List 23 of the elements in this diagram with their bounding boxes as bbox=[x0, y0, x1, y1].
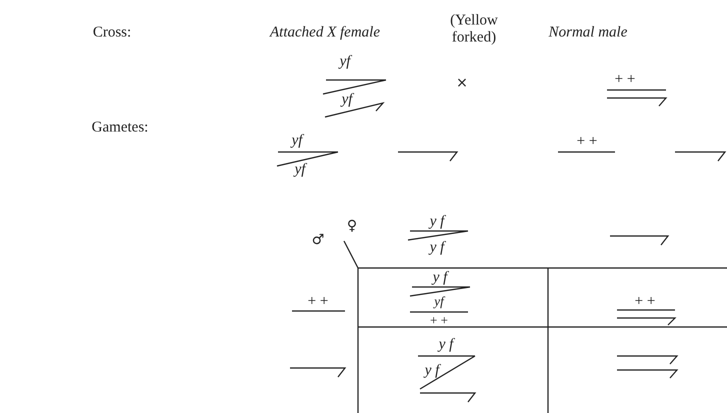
row-label: Gametes: bbox=[92, 120, 148, 136]
allele-label: y f bbox=[424, 364, 440, 378]
allele-label: + + bbox=[614, 72, 636, 88]
cross-heading: Normal male bbox=[548, 26, 628, 40]
cross-symbol: × bbox=[456, 76, 468, 90]
cross-heading: Attached X female bbox=[270, 26, 380, 40]
allele-label: y f bbox=[432, 270, 448, 286]
allele-label: y f bbox=[438, 338, 454, 352]
allele-label: yf bbox=[340, 54, 350, 70]
allele-label: yf bbox=[294, 162, 306, 178]
allele-label: yf bbox=[292, 134, 302, 148]
allele-label: yf bbox=[434, 294, 444, 308]
male-symbol: ♂ bbox=[312, 233, 324, 247]
allele-label: + + bbox=[634, 294, 656, 310]
allele-label: + + bbox=[576, 134, 598, 150]
allele-label: y f bbox=[430, 214, 444, 230]
allele-label: + + bbox=[308, 294, 328, 310]
allele-label: y f bbox=[430, 240, 444, 256]
row-label: Cross: bbox=[92, 26, 132, 40]
allele-label: + + bbox=[430, 314, 448, 326]
allele-label: yf bbox=[342, 92, 352, 108]
phenotype-note: (Yellow forked) bbox=[449, 12, 499, 46]
female-symbol: ♀ bbox=[346, 219, 358, 233]
